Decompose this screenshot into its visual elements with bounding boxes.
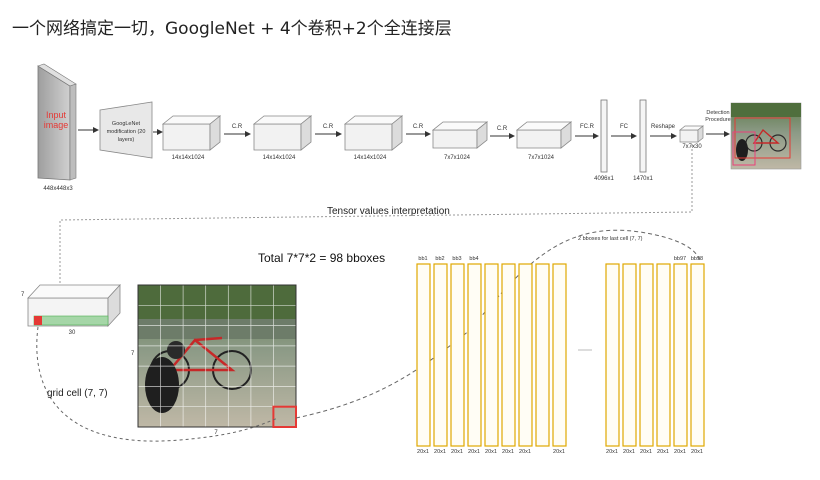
reshape-label: Reshape xyxy=(650,124,676,130)
tensor-size-label: 7x7x30 xyxy=(682,144,702,150)
output-tensor-small xyxy=(679,125,704,143)
bbox-columns-left xyxy=(416,263,567,447)
bbox-column xyxy=(518,263,533,447)
bbox-column xyxy=(552,263,567,447)
grid-cell-label: grid cell (7, 7) xyxy=(47,388,108,399)
block2-arrow-label: C.R xyxy=(322,124,334,130)
bbox-bottom-label: 20x1 xyxy=(553,449,565,455)
bbox-bottom-label: 20x1 xyxy=(434,449,446,455)
feature-block-2 xyxy=(252,115,313,151)
block5-arrow-label: FC.R xyxy=(580,124,594,130)
grid-cell-highlight xyxy=(272,405,297,429)
tensor-dim-bottom: 30 xyxy=(68,330,76,336)
bbox-bottom-label: 20x1 xyxy=(640,449,652,455)
output-tensor-large xyxy=(27,283,121,328)
grid-dim-left: 7 xyxy=(131,351,135,357)
bbox-column xyxy=(639,263,654,447)
block4-arrow-label: C.R xyxy=(496,126,508,132)
bbox-column xyxy=(673,263,688,447)
bbox-bottom-label: 20x1 xyxy=(657,449,669,455)
bbox-column xyxy=(605,263,620,447)
total-bboxes-label: Total 7*7*2 = 98 bboxes xyxy=(258,251,386,265)
tensor-dim-left: 7 xyxy=(21,292,25,298)
feature-block-5 xyxy=(515,121,573,149)
bbox-column xyxy=(450,263,465,447)
bbox-bottom-label: 20x1 xyxy=(417,449,429,455)
bbox-bottom-label: 20x1 xyxy=(468,449,480,455)
bbox-column xyxy=(656,263,671,447)
block1-arrow-label: C.R xyxy=(231,124,243,130)
grid-lines xyxy=(138,285,296,427)
bbox-bottom-label: 20x1 xyxy=(451,449,463,455)
fc1-size: 4096x1 xyxy=(594,176,614,182)
bbox-column xyxy=(535,263,550,447)
bbox-column xyxy=(467,263,482,447)
bbox-top-label-4: bb4 xyxy=(469,256,479,262)
bbox-column xyxy=(484,263,499,447)
block2-size: 14x14x1024 xyxy=(262,155,296,161)
googlenet-block xyxy=(99,101,153,159)
fc-layer-1470 xyxy=(639,99,647,173)
fc-layer-4096 xyxy=(600,99,608,173)
fc-arrow-label: FC xyxy=(620,124,628,130)
bbox-top-label-2: bb2 xyxy=(435,256,445,262)
input-image-label: Input image xyxy=(43,110,69,130)
feature-block-4 xyxy=(431,121,489,149)
bbox-bottom-label: 20x1 xyxy=(674,449,686,455)
block5-size: 7x7x1024 xyxy=(527,155,555,161)
block3-size: 14x14x1024 xyxy=(353,155,387,161)
bbox-column xyxy=(622,263,637,447)
input-size-label: 448x448x3 xyxy=(43,186,73,192)
bbox-top-label-1: bb1 xyxy=(418,256,428,262)
feature-block-1 xyxy=(161,115,222,151)
bbox-bottom-label: 20x1 xyxy=(519,449,531,455)
interpretation-title: Tensor values interpretation xyxy=(327,206,450,217)
grid-dim-bottom: 7 xyxy=(214,430,218,436)
bbox-column xyxy=(433,263,448,447)
block4-size: 7x7x1024 xyxy=(443,155,471,161)
grid-image xyxy=(138,285,296,427)
bbox-bottom-label: 20x1 xyxy=(623,449,635,455)
bbox-top-label-97: bb97 xyxy=(673,256,687,262)
fc2-size: 1470x1 xyxy=(633,176,653,182)
last-cell-label: 2 bboxes for last cell (7, 7) xyxy=(578,236,643,242)
bbox-bottom-label: 20x1 xyxy=(485,449,497,455)
block1-size: 14x14x1024 xyxy=(171,155,205,161)
bbox-column xyxy=(690,263,705,447)
cell-to-bbox-connector xyxy=(295,229,701,419)
bbox-bottom-label: 20x1 xyxy=(606,449,618,455)
bbox-bottom-label: 20x1 xyxy=(502,449,514,455)
feature-block-3 xyxy=(343,115,404,151)
bbox-bottom-label: 20x1 xyxy=(691,449,703,455)
block3-arrow-label: C.R xyxy=(412,124,424,130)
input-image-slab xyxy=(37,63,77,181)
bbox-column xyxy=(416,263,431,447)
bbox-top-label-3: bb3 xyxy=(452,256,462,262)
googlenet-label: GoogLeNet modification (20 layers) xyxy=(106,121,146,143)
bbox-columns-right xyxy=(605,263,705,447)
detection-procedure-label: Detection Procedure xyxy=(705,110,731,123)
slide-heading: 一个网络搞定一切，GoogleNet + 4个卷积+2个全连接层 xyxy=(12,19,452,39)
detection-result-image xyxy=(730,102,802,170)
bbox-column xyxy=(501,263,516,447)
bbox-top-label-98: bb98 xyxy=(690,256,704,262)
